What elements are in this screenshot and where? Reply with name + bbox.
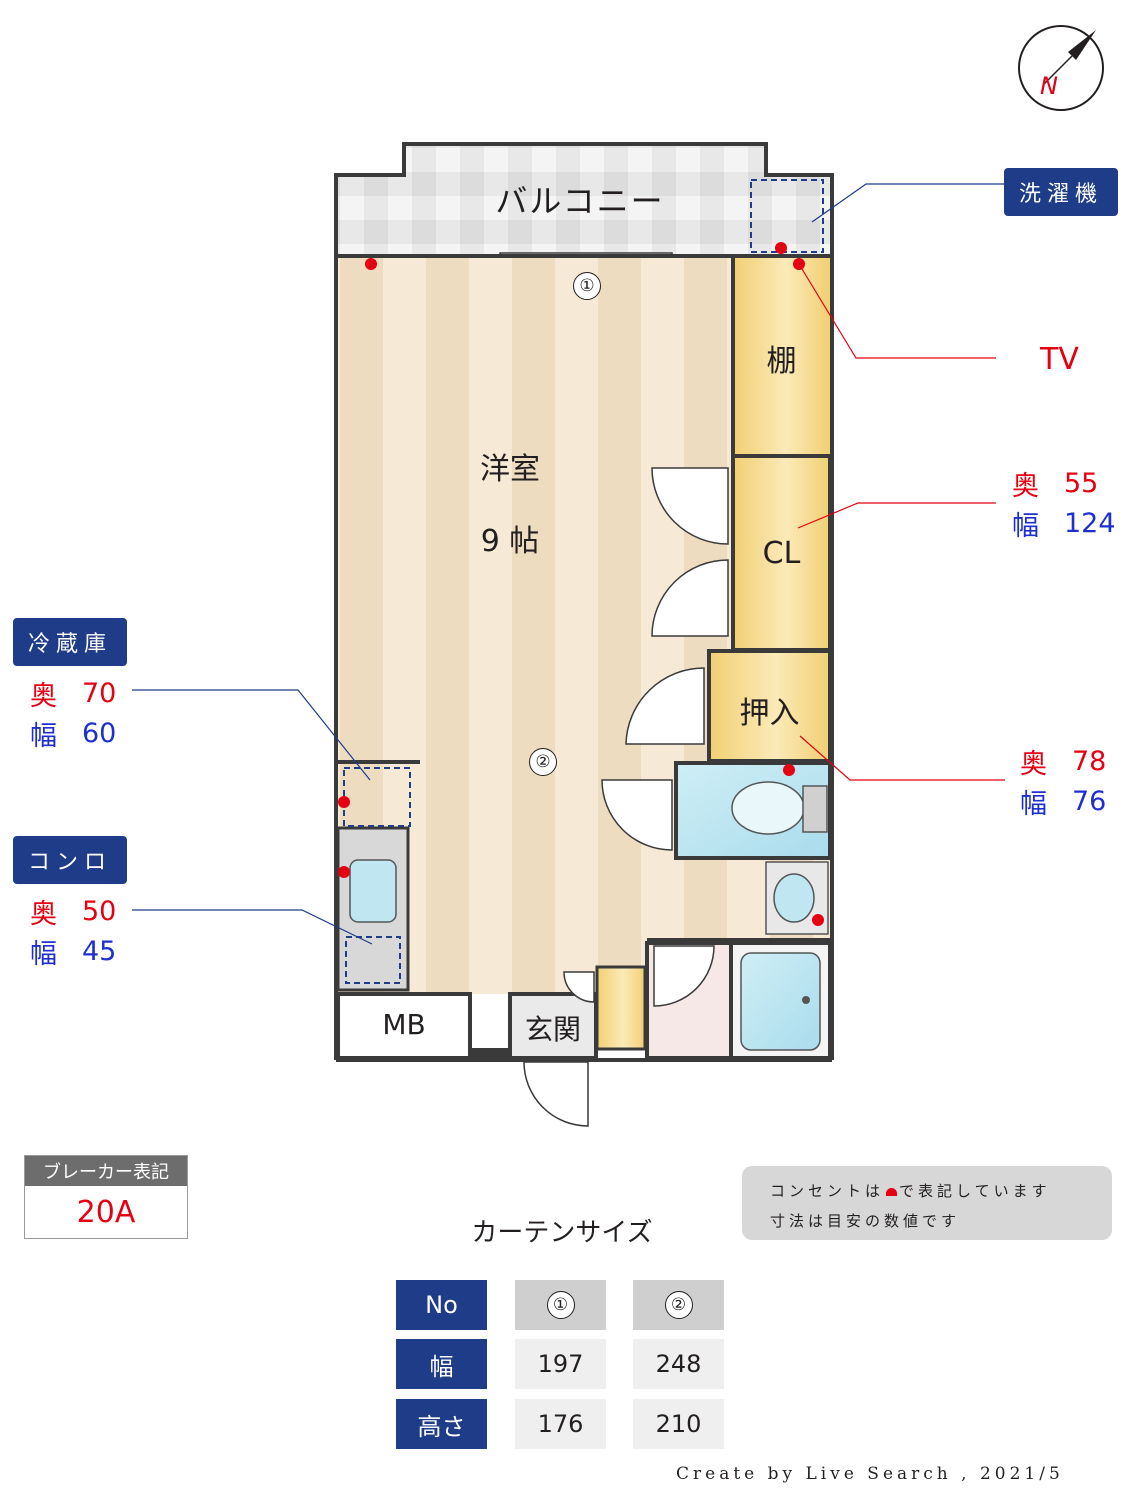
notes-line2: 寸法は目安の数値です	[770, 1212, 961, 1230]
curtain-title: カーテンサイズ	[471, 1218, 653, 1248]
washer-callout: 洗濯機	[1004, 168, 1118, 216]
closet-label: CL	[762, 536, 801, 571]
mb-label: MB	[382, 1008, 426, 1041]
western-room-size: 9 帖	[480, 524, 540, 559]
outlet-markers	[338, 242, 824, 926]
washer-space	[750, 179, 824, 253]
window-marker-one: ①	[573, 272, 601, 300]
door-swings	[523, 467, 729, 1127]
curtain-width-two: 248	[633, 1339, 724, 1389]
bathtub-icon	[740, 952, 821, 1051]
north-arrow-icon	[1068, 30, 1096, 60]
curtain-row-width-label: 幅	[396, 1339, 487, 1389]
curtain-header-one: ①	[515, 1280, 606, 1330]
shelf-label: 棚	[766, 344, 797, 379]
western-room-label: 洋室	[480, 452, 540, 487]
curtain-header-no: No	[396, 1280, 487, 1330]
balcony-label: バルコニー	[495, 182, 665, 220]
curtain-header-two: ②	[633, 1280, 724, 1330]
breaker-title: ブレーカー表記	[25, 1156, 187, 1186]
curtain-height-one: 176	[515, 1399, 606, 1449]
notes-line1-end: で表記しています	[899, 1182, 1051, 1200]
fridge-callout: 冷蔵庫	[13, 618, 127, 666]
compass: N	[1018, 25, 1104, 111]
basin-icon	[773, 873, 815, 923]
notes-line1-start: コンセントは	[770, 1182, 885, 1200]
footer-credit: Create by Live Search , 2021/5	[676, 1464, 1064, 1484]
stove-callout: コンロ	[13, 836, 127, 884]
window-marker-two: ②	[529, 748, 557, 776]
oshiire-label: 押入	[739, 696, 800, 731]
breaker-value: 20A	[76, 1194, 136, 1230]
breaker-box: ブレーカー表記 20A	[24, 1155, 188, 1239]
leader-lines	[132, 183, 1005, 945]
outlet-legend-icon	[886, 1187, 898, 1196]
compass-letter: N	[1040, 72, 1058, 100]
curtain-height-two: 210	[633, 1399, 724, 1449]
curtain-row-height-label: 高さ	[396, 1399, 487, 1449]
fridge-space	[343, 767, 411, 827]
shoe-cabinet	[595, 965, 647, 1051]
genkan-label: 玄関	[524, 1013, 581, 1046]
toilet-tank-icon	[802, 785, 828, 833]
shelf-area	[733, 258, 830, 454]
sink-icon	[349, 859, 397, 923]
toilet-icon	[731, 781, 805, 835]
curtain-width-one: 197	[515, 1339, 606, 1389]
floor-plan	[132, 142, 1005, 1127]
genkan-area	[508, 992, 598, 1060]
tv-callout: TV	[1040, 342, 1079, 377]
notes-box: コンセントはで表記しています 寸法は目安の数値です	[742, 1166, 1112, 1240]
